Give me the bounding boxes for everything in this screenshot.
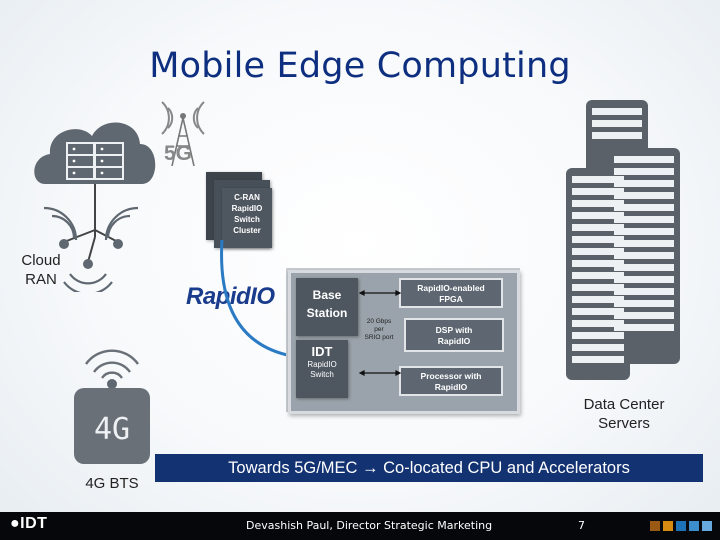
footer-square [689, 521, 699, 531]
4g-bts-label: 4G BTS [85, 475, 139, 492]
5g-label: 5G [164, 142, 193, 165]
fpga-box: RapidIO-enabled FPGA [399, 278, 503, 308]
idt-switch-brand: IDT [311, 344, 333, 359]
connection-arc [220, 239, 293, 358]
page-number: 7 [578, 519, 585, 532]
footer-square [702, 521, 712, 531]
footer-square [663, 521, 673, 531]
footer [0, 512, 720, 540]
cloud-ran-label: Cloud RAN [21, 252, 61, 288]
footer-square [650, 521, 660, 531]
4g-bts-icon [74, 349, 150, 464]
srio-arrows [358, 290, 402, 376]
banner: Towards 5G/MEC → Co-located CPU and Acce… [155, 454, 703, 482]
server-rack-icon [566, 100, 680, 380]
idt-logo-text: IDT [20, 515, 48, 532]
presenter-text: Devashish Paul, Director Strategic Marke… [246, 519, 493, 532]
gbps-note: 20 Gbps per SRIO port [364, 318, 394, 341]
idt-logo: ●IDT [10, 515, 47, 533]
footer-square [676, 521, 686, 531]
data-center-label: Data Center Servers [583, 396, 665, 432]
rapidio-switch-box: IDT RapidIO Switch [296, 340, 348, 398]
switch-label: RapidIO Switch [307, 360, 337, 379]
cloud-ran-icon [34, 122, 156, 292]
base-station-title: Base Station [296, 278, 358, 336]
page-title: Mobile Edge Computing [149, 46, 571, 86]
idt-logo-mark: ● [10, 515, 21, 532]
dsp-box: DSP with RapidIO [404, 318, 504, 352]
processor-box: Processor with RapidIO [399, 366, 503, 396]
cran-box: C-RAN RapidIO Switch Cluster [222, 188, 272, 248]
4g-icon-label: 4G [93, 412, 131, 447]
5g-tower-icon [161, 101, 205, 167]
